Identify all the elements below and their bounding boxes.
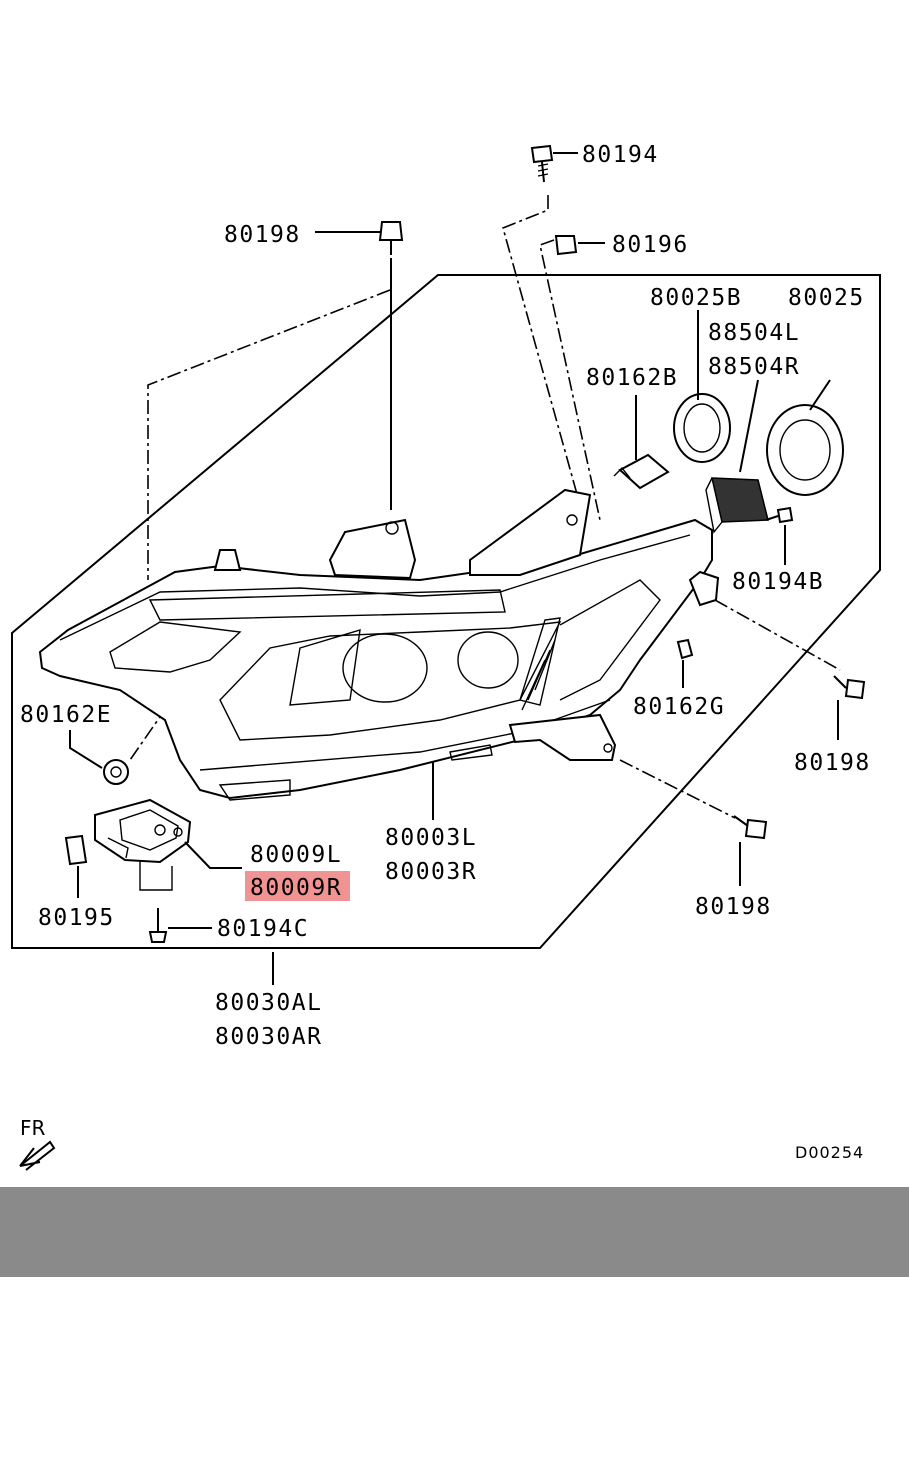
footer-bar	[0, 1187, 909, 1277]
callout-80198-top: 80198	[224, 222, 301, 248]
callout-80009L: 80009L	[250, 842, 342, 868]
cap-80025-icon	[766, 404, 844, 496]
bolt-80194-icon	[530, 144, 554, 183]
callout-80198-right: 80198	[794, 750, 871, 776]
callout-80162E: 80162E	[20, 702, 112, 728]
callout-80030AR: 80030AR	[215, 1024, 322, 1050]
highlight-80009R	[245, 871, 350, 901]
footer-brand-part: MITSUBISHI - 8301D022	[150, 1312, 543, 1350]
bolt-80198-bottom-icon	[733, 815, 768, 840]
nut-80196-icon	[554, 235, 578, 256]
callout-80194: 80194	[582, 142, 659, 168]
callout-80198-bottom: 80198	[695, 894, 772, 920]
callout-80003L: 80003L	[385, 825, 477, 851]
bulb-80162E-icon	[103, 759, 129, 785]
callout-80009R: 80009R	[250, 875, 342, 901]
callout-80195: 80195	[38, 905, 115, 931]
screw-80194B-icon	[765, 506, 794, 524]
footer-caption: MITSUBISHI - 8301D022 N - 80009R	[0, 1187, 909, 1446]
callout-80162B: 80162B	[586, 365, 678, 391]
callout-80194C: 80194C	[217, 916, 309, 942]
ballast-88504-icon	[705, 477, 769, 534]
footer-ref-number: N - 80009R	[582, 1408, 761, 1446]
socket-ring-80025B-icon	[673, 393, 731, 463]
callout-80003R: 80003R	[385, 859, 477, 885]
orientation-label: FR	[20, 1116, 46, 1140]
diagram-id: D00254	[795, 1143, 864, 1162]
callout-80194B: 80194B	[732, 569, 824, 595]
parts-diagram: 80194 80198 80196 80025B 80025 88504L 88…	[11, 142, 881, 1171]
bracket-80009-icon	[94, 798, 192, 864]
clip-80195-icon	[64, 834, 88, 866]
headlamp-assembly	[38, 488, 720, 801]
callout-80025: 80025	[788, 285, 865, 311]
bolt-80198-top-icon	[378, 221, 404, 255]
callout-88504L: 88504L	[708, 320, 800, 346]
front-arrow-icon	[19, 1140, 56, 1171]
bulb-80162B-icon	[613, 453, 670, 490]
callout-80030AL: 80030AL	[215, 990, 322, 1016]
assembly-frame	[11, 274, 881, 949]
callout-80025B: 80025B	[650, 285, 742, 311]
callout-88504R: 88504R	[708, 354, 800, 380]
screw-80194C-icon	[148, 908, 168, 943]
bolt-80198-right-icon	[833, 675, 866, 700]
callout-80162G: 80162G	[633, 694, 725, 720]
callout-80196: 80196	[612, 232, 689, 258]
